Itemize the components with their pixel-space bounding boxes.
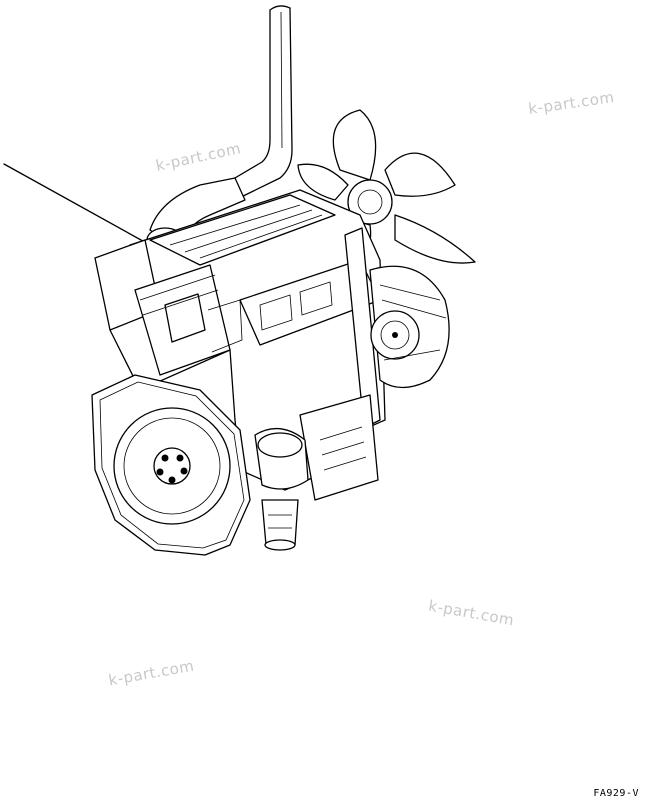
flywheel-housing [91, 374, 251, 556]
alternator-assembly [369, 265, 450, 389]
control-module [94, 239, 243, 376]
figure-code: FA929-V [593, 788, 639, 799]
cooling-fan [297, 109, 476, 271]
oil-filter [254, 428, 309, 551]
leader-line [3, 163, 151, 246]
engine-block [109, 189, 386, 501]
